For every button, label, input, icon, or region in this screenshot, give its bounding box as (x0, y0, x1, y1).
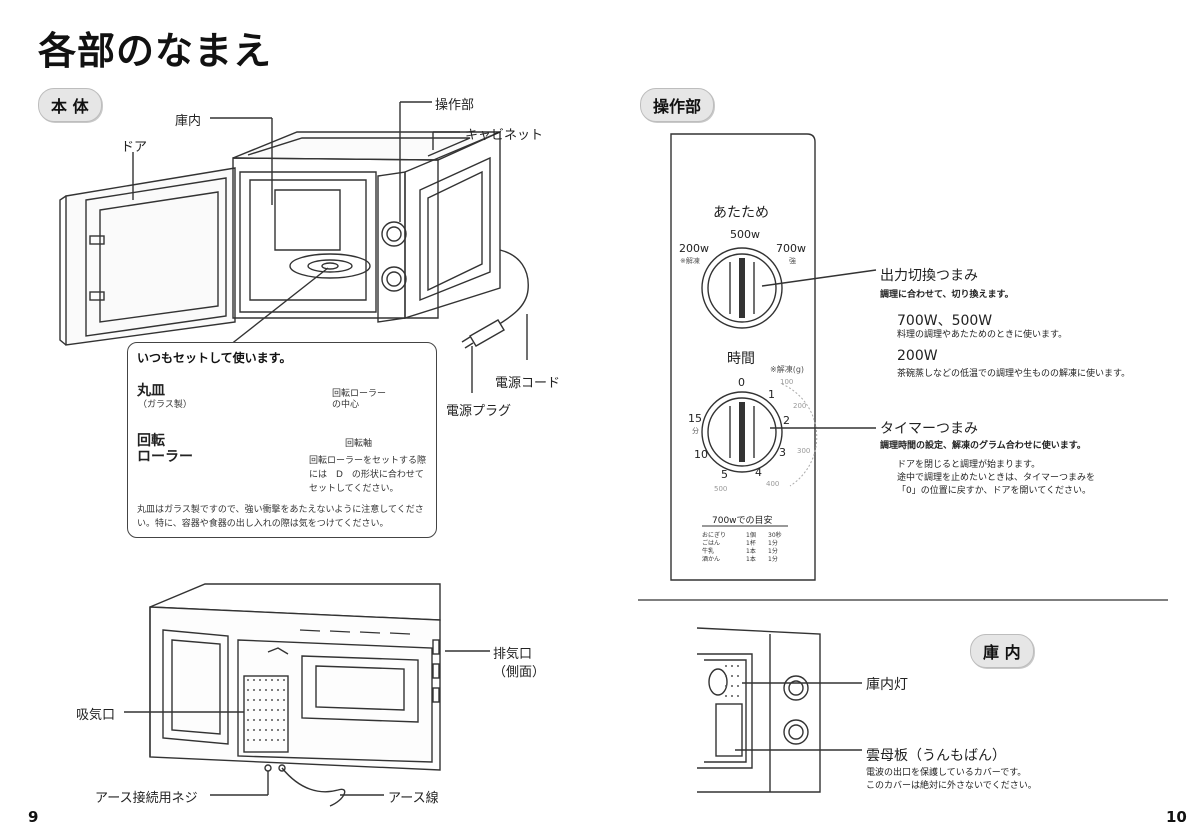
guide-table: おにぎり 1個 30秒 ごはん 1杯 1分 牛乳 1本 1分 酒かん 1本 1分 (702, 532, 792, 564)
mica-desc: 電波の出口を保護しているカバーです。 このカバーは絶対に外さないでください。 (866, 767, 1037, 793)
timer-note-1: ドアを閉じると調理が始まります。 (897, 460, 1041, 470)
set-note-line-1: 回転ローラーをセットする際 (309, 456, 427, 466)
caution-line-2: い。特に、容器や食器の出し入れの際は気をつけてください。 (137, 519, 389, 529)
label-700w-sub: 強 (789, 257, 796, 265)
timer-knob-desc: 調理時間の設定、解凍のグラム合わせに使います。 (880, 441, 1086, 451)
table-cell: 1杯 (746, 540, 756, 547)
power-opt1-title: 700W、500W (897, 313, 993, 329)
tick-2: 2 (783, 414, 790, 427)
label-roller-center-1: 回転ローラー (332, 389, 387, 399)
table-cell: 30秒 (768, 532, 782, 539)
power-opt2-desc: 茶碗蒸しなどの低温での調理や生ものの解凍に使います。 (897, 369, 1131, 379)
label-exhaust-side: （側面） (493, 665, 546, 680)
label-intake: 吸気口 (76, 708, 116, 723)
power-knob-desc: 調理に合わせて、切り換えます。 (880, 290, 1014, 300)
label-defrost-g: ※解凍(g) (770, 365, 805, 374)
table-cell: 1分 (768, 556, 778, 563)
label-time: 時間 (727, 351, 755, 367)
label-200w-sub: ※解凍 (680, 257, 700, 265)
power-knob-name: 出力切換つまみ (880, 268, 978, 284)
table-title: 700wでの目安 (712, 516, 773, 526)
table-cell: 1本 (746, 556, 756, 563)
page-number-right: 10 (1166, 808, 1187, 826)
tick-3: 3 (779, 446, 786, 459)
label-control: 操作部 (435, 98, 475, 113)
tick-1: 1 (768, 388, 775, 401)
label-roller-center-2: の中心 (332, 400, 360, 410)
gram-300: 300 (797, 447, 811, 455)
timer-knob[interactable] (702, 392, 782, 472)
timer-knob-name: タイマーつまみ (880, 421, 978, 437)
label-700w: 700w (776, 242, 806, 255)
label-earth-wire: アース線 (388, 791, 439, 806)
gram-400: 400 (766, 480, 780, 488)
set-note-line-2: には D の形状に合わせて (309, 470, 424, 480)
table-cell: 1分 (768, 540, 778, 547)
table-cell: 酒かん (702, 556, 721, 563)
page-number-left: 9 (28, 808, 39, 826)
table-cell: おにぎり (702, 532, 727, 539)
plate-caution: 丸皿はガラス製ですので、強い衝撃をあたえないように注意してくださ い。特に、容器… (137, 503, 433, 531)
timer-notes: ドアを閉じると調理が始まります。 途中で調理を止めたいときは、タイマーつまみを … (897, 459, 1095, 498)
gram-100: 100 (780, 378, 794, 386)
turntable-inset (127, 342, 437, 538)
section-heading-control: 操作部 (640, 88, 715, 122)
label-plate: 丸皿 (137, 383, 165, 399)
section-heading-body: 本 体 (38, 88, 102, 122)
label-plate-note: （ガラス製） (138, 400, 192, 410)
label-power-plug: 電源プラグ (446, 404, 512, 419)
page-title: 各部のなまえ (38, 29, 273, 73)
gram-200: 200 (793, 402, 807, 410)
tick-0: 0 (738, 376, 745, 389)
table-cell: 1本 (746, 548, 756, 555)
caution-line-1: 丸皿はガラス製ですので、強い衝撃をあたえないように注意してくださ (137, 505, 424, 515)
tick-10: 10 (694, 448, 708, 461)
tick-5: 5 (721, 468, 728, 481)
label-chamber: 庫内 (175, 114, 202, 129)
table-row: 牛乳 1本 1分 (702, 548, 792, 556)
tick-15: 15 (688, 412, 702, 425)
label-200w: 200w (679, 242, 709, 255)
mica-desc-2: このカバーは絶対に外さないでください。 (866, 781, 1037, 791)
table-row: ごはん 1杯 1分 (702, 540, 792, 548)
section-heading-interior: 庫 内 (970, 634, 1034, 668)
label-earth-screw: アース接続用ネジ (95, 791, 198, 806)
label-axis: 回転軸 (345, 439, 373, 449)
table-cell: 1分 (768, 548, 778, 555)
label-door: ドア (121, 140, 148, 155)
label-roller-1: 回転 (137, 433, 165, 449)
timer-note-3: 「0」の位置に戻すか、ドアを開いてください。 (897, 486, 1092, 496)
inset-title: いつもセットして使います。 (137, 351, 292, 365)
table-row: 酒かん 1本 1分 (702, 556, 792, 564)
table-cell: 1個 (746, 532, 756, 539)
label-roller-2: ローラー (137, 449, 193, 465)
power-opt2-title: 200W (897, 348, 938, 364)
label-power-cord: 電源コード (495, 376, 561, 391)
power-knob[interactable] (702, 248, 782, 328)
label-500w: 500w (730, 228, 760, 241)
gram-500: 500 (714, 485, 728, 493)
power-opt1-desc: 料理の調理やあたためのときに使います。 (897, 330, 1068, 340)
label-mica: 雲母板（うんもばん） (866, 748, 1006, 764)
set-note: 回転ローラーをセットする際 には D の形状に合わせて セットしてください。 (309, 454, 433, 496)
label-exhaust: 排気口 (493, 647, 533, 662)
label-warm: あたため (713, 205, 769, 221)
label-lamp: 庫内灯 (866, 677, 908, 693)
tick-4: 4 (755, 466, 762, 479)
mica-desc-1: 電波の出口を保護しているカバーです。 (866, 768, 1027, 778)
table-cell: ごはん (702, 540, 721, 547)
timer-note-2: 途中で調理を止めたいときは、タイマーつまみを (897, 473, 1096, 483)
set-note-line-3: セットしてください。 (309, 484, 399, 494)
table-row: おにぎり 1個 30秒 (702, 532, 792, 540)
label-cabinet: キャビネット (465, 128, 544, 143)
table-cell: 牛乳 (702, 548, 715, 555)
tick-15-sub: 分 (692, 427, 699, 435)
